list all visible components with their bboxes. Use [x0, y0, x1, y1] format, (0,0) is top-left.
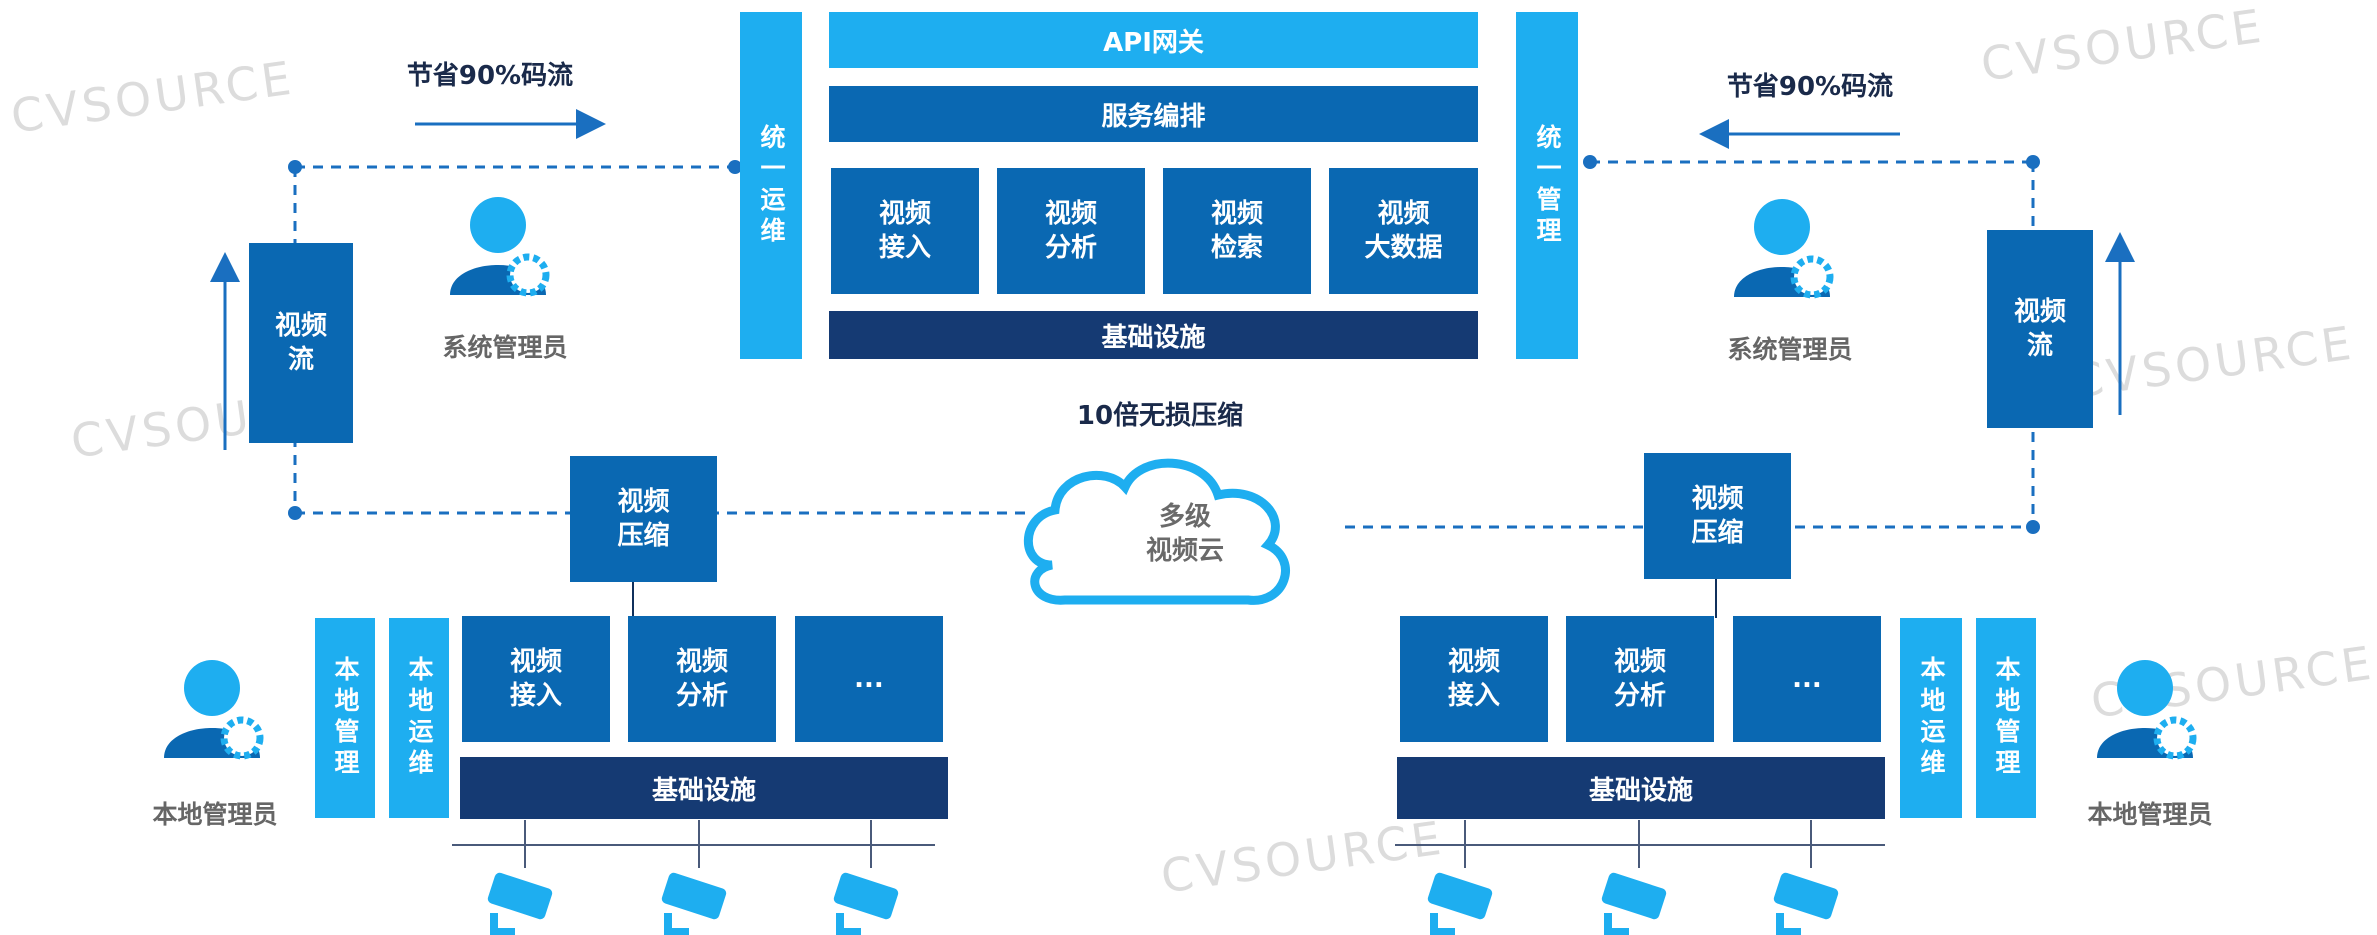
watermark-6: CVSOURCE — [2087, 635, 2377, 729]
central-infrastructure: 基础设施 — [829, 311, 1478, 359]
left-system-admin-label: 系统管理员 — [442, 333, 568, 362]
module-video-bigdata: 视频 大数据 — [1329, 168, 1478, 294]
right-video-compress: 视频 压缩 — [1644, 453, 1791, 579]
right-infrastructure: 基础设施 — [1397, 757, 1885, 819]
left-local-mgmt-bar: 本地管理 — [315, 618, 375, 818]
right-module-video-access: 视频 接入 — [1400, 616, 1548, 742]
module-video-access: 视频 接入 — [831, 168, 979, 294]
left-video-stream: 视频 流 — [249, 243, 353, 443]
left-infrastructure: 基础设施 — [460, 757, 948, 819]
left-module-more: ... — [795, 616, 943, 742]
left-local-ops-bar: 本地运维 — [389, 618, 449, 818]
left-local-admin-label: 本地管理员 — [152, 800, 278, 829]
unified-mgmt-bar: 统一管理 — [1516, 12, 1578, 359]
watermark-5: CVSOURCE — [1157, 810, 1448, 904]
right-video-stream: 视频 流 — [1987, 230, 2093, 428]
right-module-video-analysis: 视频 分析 — [1566, 616, 1714, 742]
module-video-analysis: 视频 分析 — [997, 168, 1145, 294]
bandwidth-saving-right: 节省90%码流 — [1726, 72, 1894, 102]
right-module-more: ... — [1733, 616, 1881, 742]
bandwidth-saving-left: 节省90%码流 — [406, 61, 574, 91]
unified-ops-bar: 统一运维 — [740, 12, 802, 359]
compression-label: 10倍无损压缩 — [1076, 401, 1244, 431]
multi-level-video-cloud: 多级 视频云 — [1145, 502, 1224, 566]
service-orchestration: 服务编排 — [829, 86, 1478, 142]
right-local-admin-label: 本地管理员 — [2087, 800, 2213, 829]
right-local-mgmt-bar: 本地管理 — [1976, 618, 2036, 818]
watermark-4: CVSOURCE — [2067, 315, 2358, 409]
right-system-admin-label: 系统管理员 — [1727, 335, 1853, 364]
api-gateway: API网关 — [829, 12, 1478, 68]
watermark-2: CVSOURCE — [1977, 0, 2268, 92]
watermark-1: CVSOURCE — [7, 50, 298, 144]
left-video-compress: 视频 压缩 — [570, 456, 717, 582]
left-module-video-analysis: 视频 分析 — [628, 616, 776, 742]
left-module-video-access: 视频 接入 — [462, 616, 610, 742]
module-video-search: 视频 检索 — [1163, 168, 1311, 294]
right-local-ops-bar: 本地运维 — [1900, 618, 1962, 818]
